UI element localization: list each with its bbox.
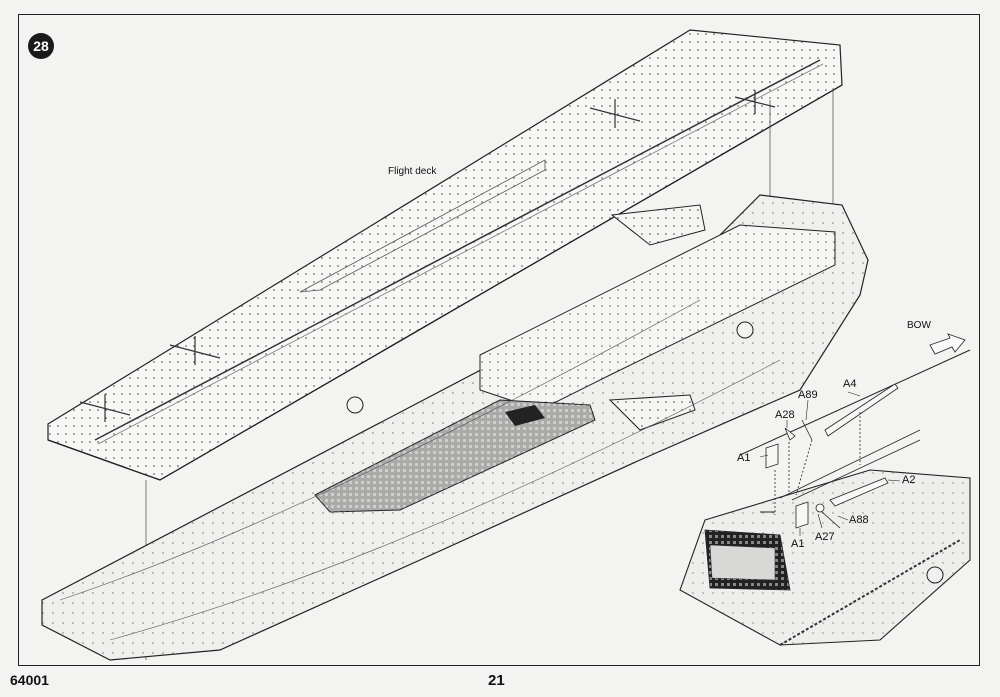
part-label-a1-top: A1: [737, 452, 751, 464]
kit-number: 64001: [10, 672, 49, 688]
part-label-a4: A4: [843, 378, 857, 390]
parts-exploded: [765, 383, 921, 529]
part-label-a2: A2: [902, 474, 916, 486]
page-frame: [18, 14, 980, 666]
part-label-a27: A27: [815, 531, 835, 543]
part-label-a1-bottom: A1: [791, 538, 805, 550]
step-number-badge: 28: [28, 33, 54, 59]
bow-detail-inset: [679, 349, 971, 646]
part-label-a88: A88: [849, 514, 869, 526]
bow-arrow-icon: [929, 333, 966, 355]
part-label-a28: A28: [775, 409, 795, 421]
flight-deck-label: Flight deck: [388, 166, 437, 177]
flight-deck-panel: [47, 29, 843, 481]
bow-label: BOW: [907, 320, 931, 331]
part-label-a89: A89: [798, 389, 818, 401]
page-number: 21: [488, 672, 505, 689]
hull: [41, 194, 869, 661]
part-leader-lines: [759, 391, 901, 536]
